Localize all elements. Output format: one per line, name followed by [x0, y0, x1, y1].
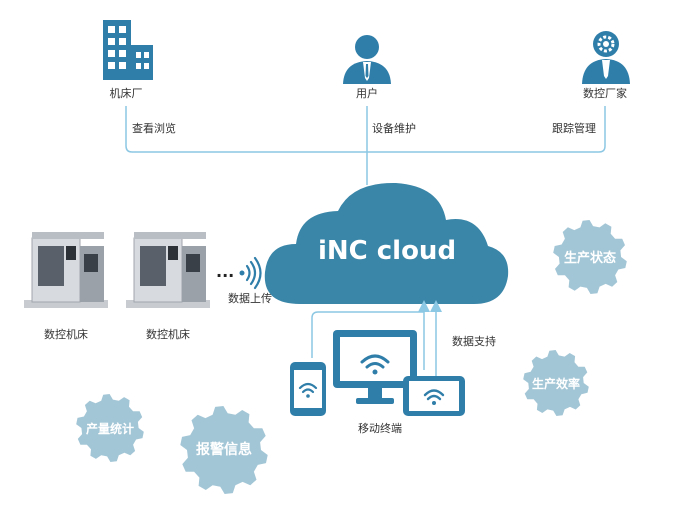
gear-alarm-icon: [180, 406, 268, 494]
phone-wifi-icon: [298, 382, 318, 398]
ellipsis-text: ···: [216, 266, 234, 285]
gear-status-icon: [553, 220, 627, 294]
factory-building-icon: [103, 20, 153, 80]
support-label: 数据支持: [452, 334, 496, 348]
edge-label-tracking: 跟踪管理: [552, 121, 596, 135]
inc-cloud: [264, 182, 509, 304]
engineer-gear-icon: [582, 31, 630, 84]
machine-label-1: 数控机床: [44, 327, 88, 341]
tablet-device: [403, 376, 465, 416]
vendor-label: 数控厂家: [583, 86, 627, 100]
upload-label: 数据上传: [228, 291, 272, 305]
gear-label-alarm: 报警信息: [196, 441, 252, 458]
gear-label-output: 产量统计: [86, 421, 134, 436]
user-label: 用户: [356, 86, 378, 100]
gear-label-status: 生产状态: [564, 250, 616, 266]
gear-label-efficiency: 生产效率: [532, 376, 580, 391]
factory-label: 机床厂: [110, 86, 143, 100]
edge-label-maintenance: 设备维护: [372, 121, 416, 135]
tablet-wifi-icon: [423, 389, 445, 405]
machine-label-2: 数控机床: [146, 327, 190, 341]
monitor-device: [333, 330, 417, 404]
terminal-label: 移动终端: [358, 421, 402, 435]
cnc-machine-2: [126, 232, 210, 308]
cloud-label: iNC cloud: [318, 236, 456, 266]
user-icon: [343, 35, 391, 84]
edge-label-browse: 查看浏览: [132, 121, 176, 135]
wireless-signal-icon: [239, 256, 262, 290]
monitor-wifi-icon: [360, 354, 390, 375]
gear-output-icon: [76, 394, 144, 462]
top-connector-lines: [125, 106, 606, 185]
gear-efficiency-icon: [523, 350, 589, 416]
terminal-connector-lines: [311, 300, 442, 376]
gear-layer: [76, 220, 627, 494]
cnc-machine-1: [24, 232, 108, 308]
